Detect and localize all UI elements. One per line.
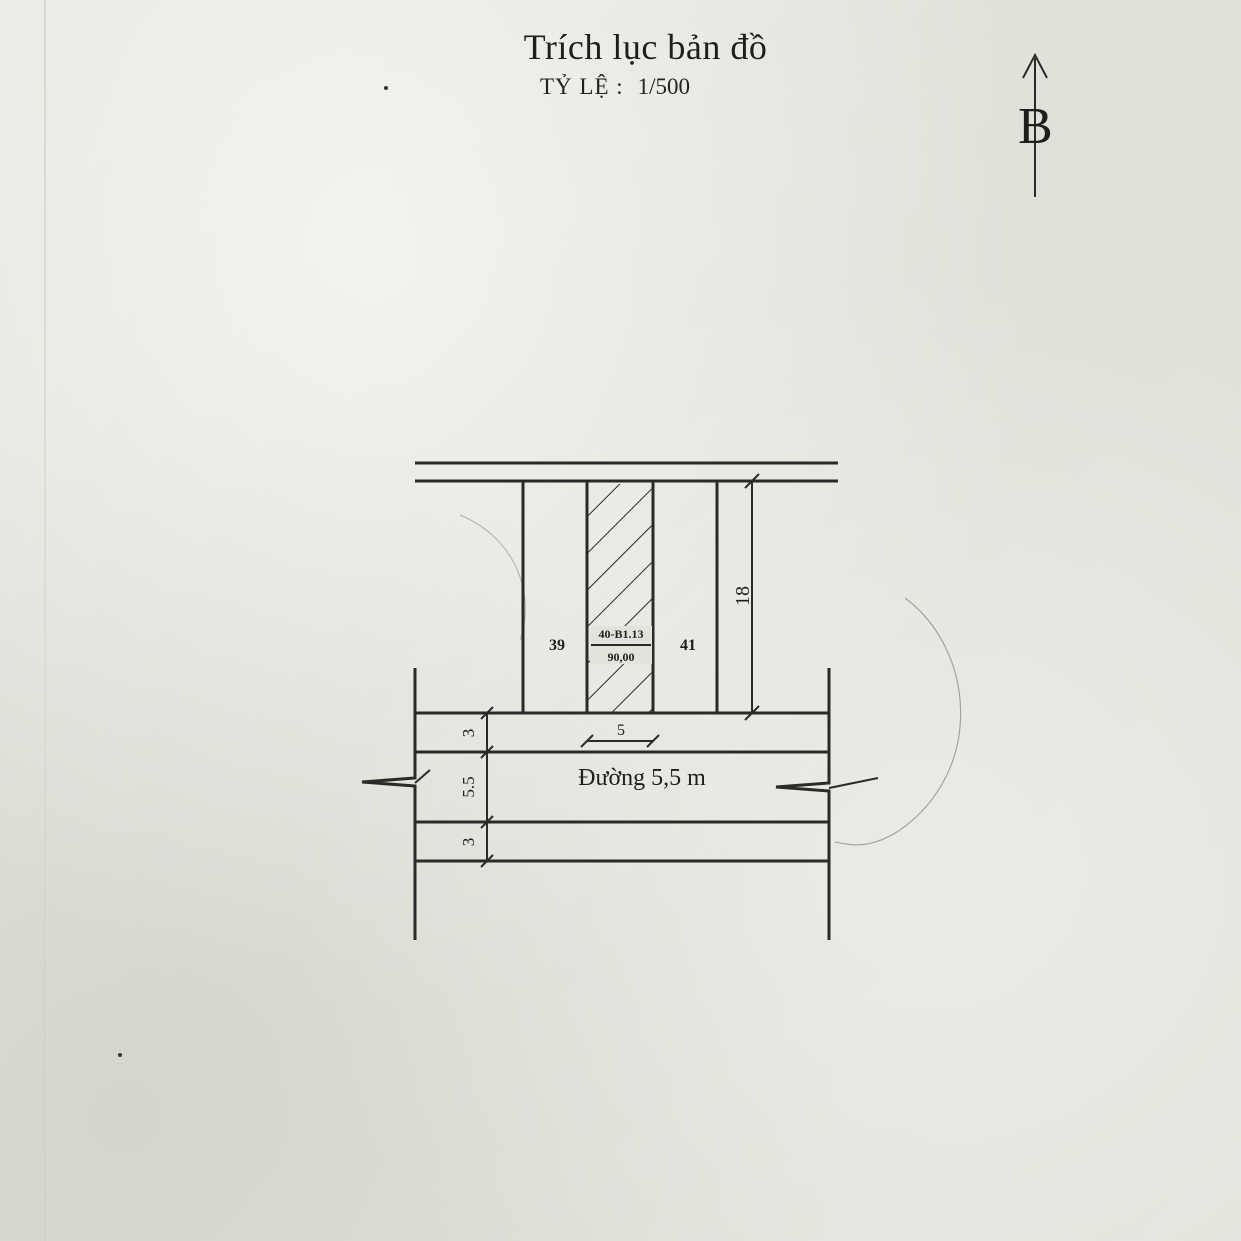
road-dimension-ticks: [480, 706, 494, 868]
north-arrow: B: [1018, 52, 1053, 197]
north-letter: B: [1018, 98, 1053, 155]
break-tick: [828, 777, 879, 789]
ink-dot: [118, 1053, 122, 1057]
neighbor-lot-right-label: 41: [680, 637, 696, 654]
sidewalk-bottom-label: 3: [459, 838, 478, 847]
right-road-edge-break: [775, 668, 831, 940]
break-tick: [414, 769, 431, 784]
pencil-arc: [834, 597, 962, 846]
pencil-arc: [459, 514, 526, 641]
lot-width-label: 5: [617, 722, 625, 739]
left-road-edge-break: [361, 668, 417, 940]
subject-lot-area: 90,00: [608, 650, 635, 664]
ink-dot: [384, 86, 388, 90]
subject-lot-id: 40-B1.13: [599, 627, 644, 641]
document-title: Trích lục bản đồ: [523, 27, 768, 67]
north-arrow-head: [1022, 52, 1048, 79]
sidewalk-top-label: 3: [459, 729, 478, 738]
road-width-label: 5.5: [459, 776, 478, 797]
scale-label: TỶ LỆ :: [540, 74, 624, 99]
paper-fold-crease: [44, 0, 46, 1241]
width-dimension-ticks: [580, 734, 660, 748]
neighbor-lot-left-label: 39: [549, 637, 565, 654]
subject-lot-hatch: [587, 484, 653, 713]
lot-depth-label: 18: [732, 586, 754, 606]
scale-line: TỶ LỆ : 1/500: [540, 74, 690, 100]
road-label: Đường 5,5 m: [578, 765, 706, 791]
scale-value: 1/500: [637, 74, 691, 99]
